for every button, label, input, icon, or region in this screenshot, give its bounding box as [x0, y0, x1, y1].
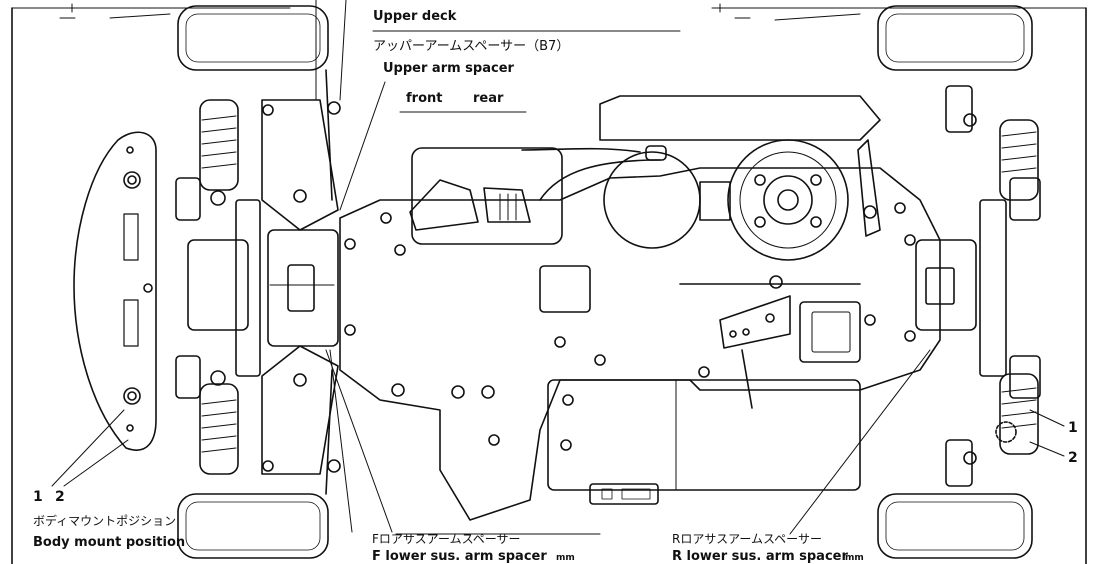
wheel-rear-left [877, 5, 1033, 71]
r-lower-spacer-unit: mm [845, 553, 864, 563]
f-lower-spacer-jp-label: Fロアサスアームスペーサー [372, 532, 521, 546]
body-mount-en-label: Body mount position [33, 535, 186, 550]
f-lower-spacer-unit: mm [556, 553, 575, 563]
steering-servo [539, 265, 861, 409]
body-mount-position-2: 2 [55, 489, 65, 505]
upper-arm-spacer-jp-label: アッパーアームスペーサー（B7） [373, 39, 570, 54]
rear-mount-position-2: 2 [1068, 450, 1078, 466]
upper-arm-spacer-en-label: Upper arm spacer [383, 61, 514, 76]
front-bumper [73, 131, 157, 451]
body-mount-position-1: 1 [33, 489, 43, 505]
wheel-front-left [177, 5, 329, 71]
upper-arm-spacer-rear-label: rear [473, 91, 504, 106]
r-lower-spacer-en-label: R lower sus. arm spacer [672, 549, 848, 564]
fuel-tank [409, 147, 563, 245]
rear-shocks [945, 85, 1039, 487]
r-lower-spacer-jp-label: Rロアサスアームスペーサー [672, 532, 822, 546]
frame-lines [11, 3, 1087, 564]
front-shocks [199, 99, 239, 475]
front-tie-rods [262, 69, 341, 495]
f-lower-spacer-en-label: F lower sus. arm spacer [372, 549, 547, 564]
rear-mount-position-1: 1 [1068, 420, 1078, 436]
body-mount-jp-label: ボディマウントポジション [33, 514, 177, 528]
upper-arm-spacer-front-label: front [406, 91, 443, 106]
fuel-lines [521, 145, 667, 201]
engine [603, 139, 849, 261]
front-shock-tower [175, 99, 339, 475]
leader-lines [51, 0, 1065, 535]
wheel-front-right [177, 493, 329, 559]
muffler [599, 95, 881, 237]
upper-deck-label: Upper deck [373, 9, 457, 24]
wheel-rear-right [877, 493, 1033, 559]
rear-gearbox [915, 177, 1041, 399]
radio-box [547, 379, 861, 505]
